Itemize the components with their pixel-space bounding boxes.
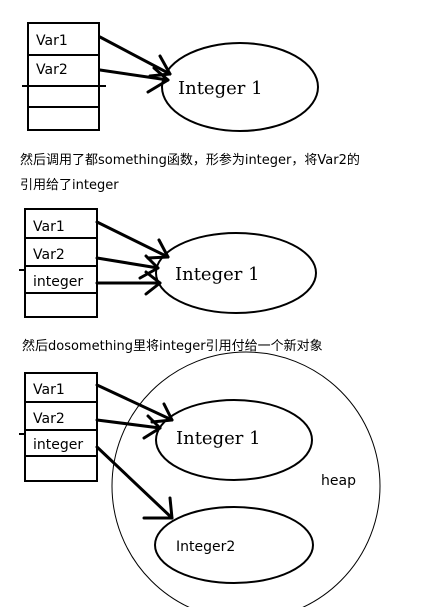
stack-frame-3: Var1 Var2 integer [19, 372, 98, 482]
integer-2-label: Integer2 [176, 539, 235, 555]
caption-1-line-1: 然后调用了都something函数，形参为integer，将Var2的 [20, 152, 360, 168]
integer-1-label: Integer 1 [178, 78, 263, 99]
integer-2-object [154, 506, 314, 584]
var2-reference-arrow [95, 254, 160, 280]
integer-param-label: integer [33, 274, 83, 290]
var2-label: Var2 [36, 62, 68, 78]
var1-reference-arrow [95, 220, 170, 260]
integer-reference-arrow [95, 445, 174, 520]
var1-label: Var1 [36, 33, 68, 49]
var1-label: Var1 [33, 382, 65, 398]
integer-1-object [161, 42, 319, 132]
var2-reference-arrow [98, 66, 170, 94]
var2-reference-arrow [95, 414, 162, 440]
integer-param-label: integer [33, 437, 83, 453]
diagram-3: heap Var1 Var2 integer Integer 1 Integer… [19, 351, 381, 607]
caption-2: 然后dosomething里将integer引用付给一个新对象 [22, 338, 323, 354]
stack-box [27, 22, 100, 131]
integer-reference-arrow [95, 270, 162, 296]
stack-box [24, 208, 98, 318]
caption-1-line-2: 引用给了integer [20, 178, 119, 193]
integer-1-label: Integer 1 [175, 264, 260, 285]
var2-label: Var2 [33, 411, 65, 427]
var1-reference-arrow [98, 35, 172, 78]
integer-1-label: Integer 1 [176, 428, 261, 449]
stack-frame-1: Var1 Var2 [22, 22, 106, 131]
var1-label: Var1 [33, 219, 65, 235]
diagram-2: Var1 Var2 integer Integer 1 [19, 208, 317, 318]
var2-label: Var2 [33, 247, 65, 263]
heap-label: heap [321, 473, 356, 489]
stack-box [24, 372, 98, 482]
var1-reference-arrow [95, 383, 174, 424]
integer-1-object [155, 399, 313, 481]
diagram-1: Var1 Var2 Integer 1 [22, 22, 319, 132]
stack-frame-2: Var1 Var2 integer [19, 208, 98, 318]
heap-boundary [111, 351, 381, 607]
integer-1-object [155, 232, 317, 314]
